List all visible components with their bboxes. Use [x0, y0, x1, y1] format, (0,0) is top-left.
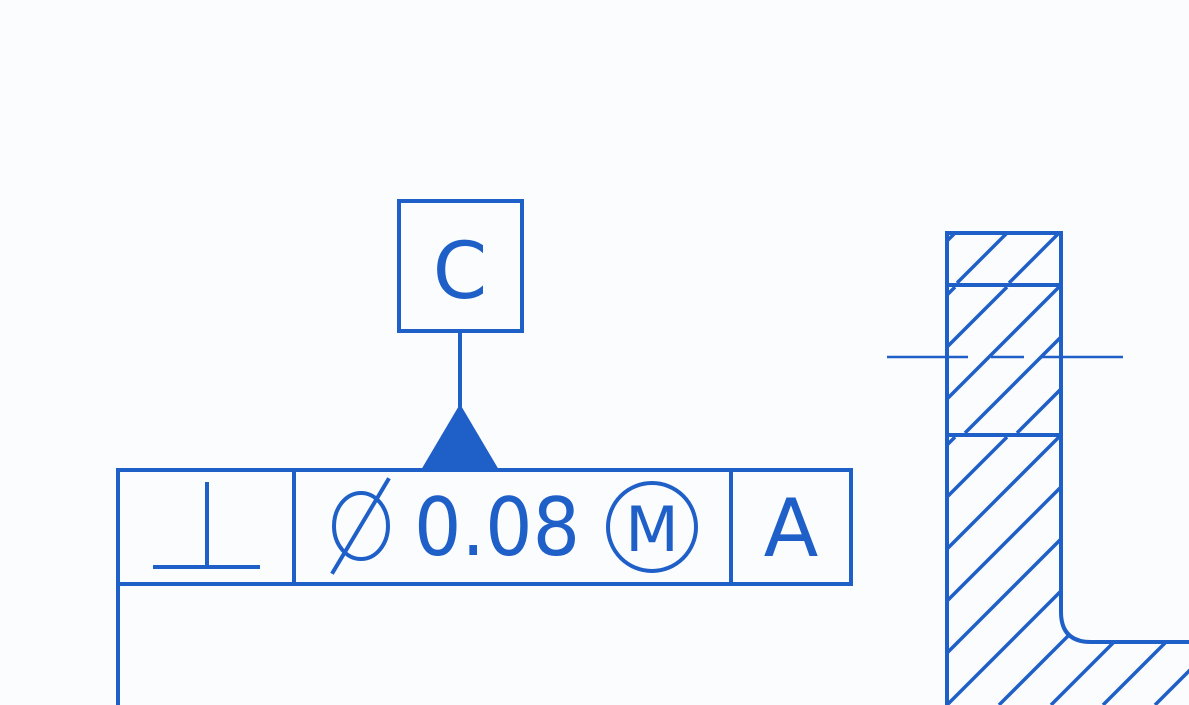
hatch-line: [963, 334, 1061, 433]
hatch-line: [1059, 280, 1061, 283]
hatch-line: [1153, 437, 1189, 705]
hatch-line: [653, 287, 799, 433]
mmc-modifier-icon: M: [606, 481, 698, 573]
hatch-line: [1121, 287, 1189, 433]
frame-outline: [116, 468, 853, 586]
datum-feature-symbol: C: [397, 199, 524, 470]
hatch-line: [947, 437, 1061, 705]
hatch-line: [947, 437, 957, 705]
hatch-line: [749, 233, 799, 283]
datum-triangle: [421, 404, 499, 470]
hatch-line: [947, 437, 1113, 705]
diameter-icon: [330, 477, 391, 575]
hatch-line: [1069, 287, 1189, 433]
hatch-line: [1007, 233, 1061, 283]
hatch-line: [757, 287, 903, 433]
datum-letter: C: [433, 227, 487, 317]
hatch-line: [1101, 437, 1189, 705]
hatch-line: [947, 437, 1009, 705]
hatch-line: [705, 287, 851, 433]
perpendicularity-icon: [153, 482, 260, 569]
hatch-line: [1015, 386, 1061, 433]
material-modifier-letter: M: [625, 493, 679, 566]
hatch-line: [947, 287, 1061, 402]
hatch-line: [947, 437, 1165, 705]
hatch-line: [1165, 233, 1189, 283]
hatch-line: [1113, 233, 1163, 283]
hatch-line: [697, 233, 747, 283]
tolerance-value: 0.08: [414, 481, 580, 574]
hatch-line: [801, 233, 851, 283]
part-outline: [945, 231, 1189, 705]
hatch-line: [947, 287, 957, 298]
hatch-line: [947, 437, 1189, 705]
hatch-line: [955, 233, 1009, 283]
hatch-line: [947, 287, 1009, 350]
hatch-line: [601, 287, 747, 433]
datum-reference: A: [764, 482, 819, 575]
hatch-line: [1049, 437, 1189, 705]
hatch-line: [853, 233, 903, 283]
hatch-line: [1173, 287, 1189, 433]
feature-control-frame: 0.08 M A: [116, 468, 853, 705]
